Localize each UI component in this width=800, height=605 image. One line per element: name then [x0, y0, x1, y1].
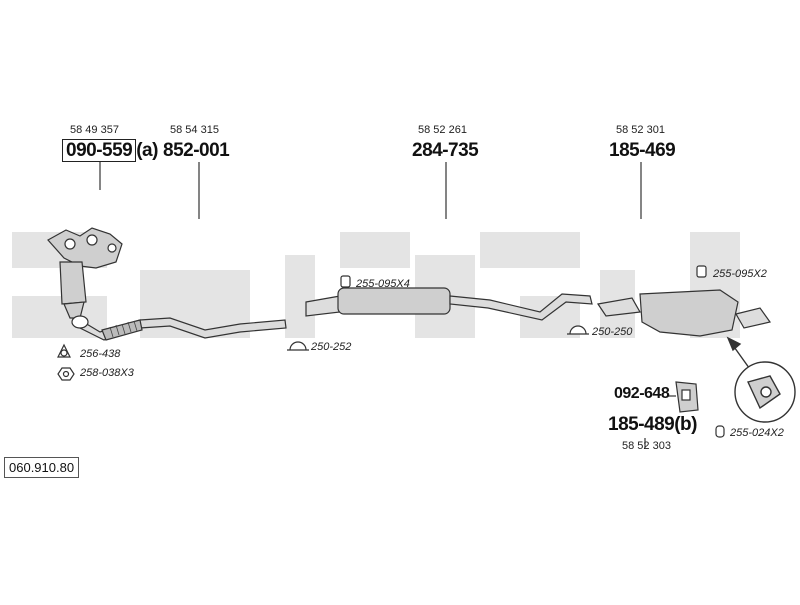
- oem-number: 58 49 357: [70, 124, 119, 136]
- accessory-code: 255-024X2: [730, 427, 784, 439]
- oem-number: 58 52 301: [616, 124, 665, 136]
- accessory-code: 255-095X4: [356, 278, 410, 290]
- exhaust-manifold: [47, 227, 123, 319]
- oem-number: 58 54 315: [170, 124, 219, 136]
- part-number: 852-001: [163, 140, 230, 161]
- part-number: 185-489: [608, 414, 675, 435]
- front-pipe: [71, 315, 287, 341]
- reference-code: 060.910.80: [4, 457, 80, 478]
- nut-icon: [57, 367, 75, 381]
- part-number: 284-735: [412, 140, 479, 161]
- part-label: 090-559(a): [62, 139, 158, 162]
- rubber-ring-icon: [715, 425, 725, 438]
- pipe-clamp-icon: [567, 325, 589, 335]
- part-label: 185-489(b): [608, 414, 697, 436]
- centre-silencer: [305, 287, 593, 321]
- part-number: 185-469: [609, 140, 676, 161]
- oem-number: 58 52 303: [622, 440, 671, 452]
- detail-inset: [726, 336, 796, 423]
- part-suffix: (b): [674, 414, 697, 435]
- rubber-hanger-icon: [340, 275, 351, 288]
- rear-silencer: [596, 289, 772, 337]
- gasket-ring-icon: [57, 343, 71, 358]
- accessory-code: 250-250: [592, 326, 633, 338]
- rubber-hanger-icon: [696, 265, 707, 278]
- accessory-code: 250-252: [311, 341, 352, 353]
- pipe-clamp-icon: [287, 341, 309, 351]
- accessory-code: 258-038X3: [80, 367, 134, 379]
- part-suffix: (a): [136, 140, 158, 161]
- accessory-code: 255-095X2: [713, 268, 767, 280]
- accessory-code: 256-438: [80, 348, 121, 360]
- part-number: 092-648: [614, 385, 670, 402]
- oem-number: 58 52 261: [418, 124, 467, 136]
- part-number: 090-559: [62, 139, 137, 162]
- mounting-bracket: [675, 381, 699, 413]
